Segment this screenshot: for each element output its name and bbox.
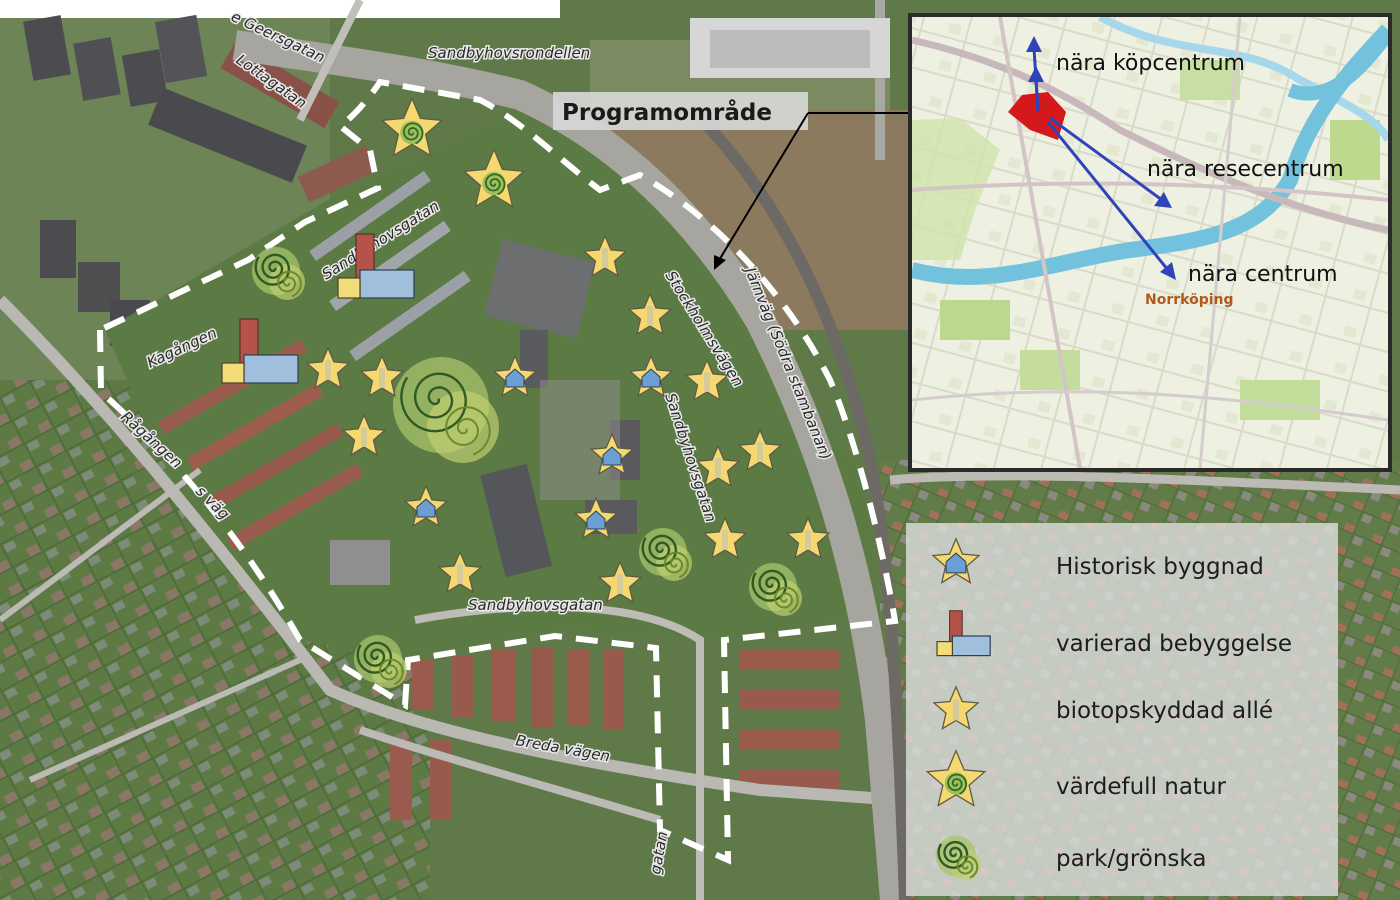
historic-building-icon: [628, 354, 674, 398]
park-greenery-icon: [393, 357, 499, 463]
protected-avenue-icon: [785, 516, 831, 560]
protected-avenue-icon: [437, 550, 483, 594]
inset-label-resecentrum: nära resecentrum: [1147, 157, 1344, 182]
protected-avenue-icon: [695, 444, 741, 488]
protected-avenue-icon: [582, 234, 628, 278]
legend-label-varied: varierad bebyggelse: [1056, 631, 1292, 657]
program-arrow-to-map: [717, 112, 809, 263]
inset-map: nära köpcentrum nära resecentrum nära ce…: [908, 13, 1392, 472]
historic-building-icon: [492, 354, 538, 398]
legend-label-nature: värdefull natur: [1056, 774, 1227, 800]
varied-buildings-icon: [936, 610, 991, 657]
program-area-label-box: [553, 92, 808, 130]
inset-arrows: [1026, 36, 1176, 280]
legend: Historisk byggnad varierad bebyggelse bi…: [906, 523, 1338, 896]
inset-label-centrum: nära centrum: [1188, 262, 1338, 287]
historic-building-icon: [589, 432, 635, 476]
protected-avenue-icon: [684, 358, 730, 402]
protected-avenue-icon: [305, 346, 351, 390]
valuable-nature-icon: [462, 147, 526, 208]
park-greenery-icon: [639, 528, 692, 581]
program-area-boundary: [96, 78, 899, 865]
park-greenery-icon: [252, 247, 305, 300]
park-greenery-icon: [749, 563, 802, 616]
program-area-label: Programområde: [562, 99, 772, 126]
legend-icons: [925, 537, 991, 881]
historic-building-icon: [931, 537, 981, 584]
park-greenery-icon: [354, 635, 407, 688]
street-sandbyhovsrondellen: Sandbyhovsrondellen: [428, 44, 590, 62]
valuable-nature-icon: [380, 96, 444, 157]
protected-avenue-icon: [627, 292, 673, 336]
park-greenery-icon: [935, 835, 981, 881]
valuable-nature-icon: [925, 749, 987, 807]
street-sandbyhovsgatan-south: Sandbyhovsgatan: [468, 596, 603, 614]
protected-avenue-icon: [737, 428, 783, 472]
protected-avenue-icon: [341, 413, 387, 457]
historic-building-icon: [403, 484, 449, 528]
varied-buildings-icon: [337, 233, 415, 299]
protected-avenue-icon: [597, 560, 643, 604]
inset-city-label: Norrköping: [1145, 292, 1234, 308]
map-markers: [221, 96, 831, 688]
historic-building-icon: [573, 496, 619, 540]
legend-label-park: park/grönska: [1056, 846, 1206, 872]
legend-label-avenue: biotopskyddad allé: [1056, 698, 1273, 724]
varied-buildings-icon: [221, 318, 299, 384]
inset-label-kopcentrum: nära köpcentrum: [1056, 51, 1245, 76]
protected-avenue-icon: [359, 354, 405, 398]
central-campus: [105, 110, 880, 660]
legend-panel: [906, 523, 1338, 896]
protected-avenue-icon: [932, 685, 980, 731]
protected-avenue-icon: [702, 516, 748, 560]
legend-label-historic: Historisk byggnad: [1056, 554, 1264, 580]
